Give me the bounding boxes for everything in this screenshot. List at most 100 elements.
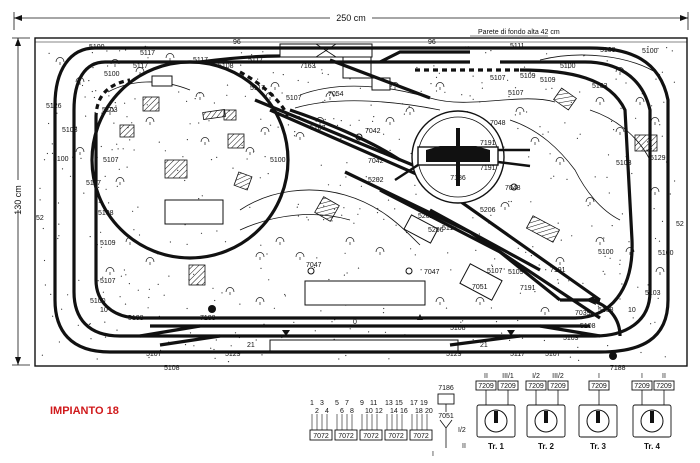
track-labels: 5100 5117 5117 5108 5117 7163 5111 5107 5109 5100… <box>46 43 674 372</box>
track-part-label: 7163 <box>300 63 316 70</box>
track-part-label: 5100 <box>104 71 120 78</box>
width-label: 250 cm <box>336 13 366 23</box>
track-part-label: 5100 <box>89 44 105 51</box>
track-part-label: 5129 <box>650 155 666 162</box>
switch-number: 18 <box>415 408 423 415</box>
relay-output-label: II <box>462 443 466 450</box>
transformer-name: Tr. 2 <box>538 442 555 451</box>
track-part-label: 5117 <box>250 85 265 92</box>
transformer-section-label: II <box>484 373 488 380</box>
track-part-label: 5108 <box>128 315 144 322</box>
track-part-label: 5117 <box>86 180 101 187</box>
track-part-label: 5107 <box>487 268 503 275</box>
layout-title: IMPIANTO 18 <box>50 405 119 417</box>
track-part-label: 7191 <box>480 165 496 172</box>
switch-unit-box <box>409 429 433 441</box>
track-part-label: 5100 <box>270 157 286 164</box>
transformer-section-label: I <box>641 373 643 380</box>
board-outline <box>34 37 688 367</box>
hut <box>151 75 173 87</box>
track-part-label: 5108 <box>580 323 596 330</box>
track-part-label: 5100 <box>658 250 674 257</box>
hill-contours <box>107 54 661 246</box>
track-part-label: 5103 <box>62 127 78 134</box>
track-part-label: 5129 <box>225 351 241 358</box>
house <box>233 171 253 191</box>
track-part-label: 5108 <box>598 307 614 314</box>
track-part-label: 5109 <box>540 77 556 84</box>
transformer-name: Tr. 3 <box>590 442 607 451</box>
marker-bottom: 21 <box>247 342 255 349</box>
track-part-label: 5103 <box>645 290 661 297</box>
track-part-label: 5126 <box>46 103 62 110</box>
house <box>142 96 160 112</box>
house <box>634 134 658 152</box>
switch-number: 6 <box>340 408 344 415</box>
track-part-label: 7048 <box>490 120 506 127</box>
switch-unit-label: 7072 <box>313 433 329 440</box>
transformer-name: Tr. 1 <box>488 442 505 451</box>
switch-unit-label: 7072 <box>338 433 354 440</box>
house <box>314 196 340 222</box>
track-part-label: 7039 <box>575 310 591 317</box>
marker-top-left: 96 <box>233 39 241 46</box>
signals <box>208 133 617 360</box>
switch-number: 7 <box>345 400 349 407</box>
track-part-label: 5129 <box>446 351 462 358</box>
house <box>223 109 237 121</box>
track-part-label: 7042 <box>368 158 384 165</box>
bottom-platform <box>269 339 459 353</box>
switch-number: 9 <box>360 400 364 407</box>
track-markers: 96 96 52 52 10 21 0 21 10 <box>36 39 684 349</box>
track-part-label: 5100 <box>53 156 69 163</box>
track-part-label: 7042 <box>365 128 381 135</box>
transformer-unit-label: 7209 <box>500 383 516 390</box>
switch-number: 15 <box>395 400 403 407</box>
track-part-label: 5100 <box>560 63 576 70</box>
transformer-section-label: I <box>598 373 600 380</box>
switch-unit-box <box>309 429 333 441</box>
track-part-label: 5107 <box>146 351 162 358</box>
track-part-label: 5117 <box>133 63 148 70</box>
switch-unit-label: 7072 <box>363 433 379 440</box>
track-part-label: 7047 <box>424 269 440 276</box>
height-label: 130 cm <box>13 185 23 215</box>
factory-building <box>304 280 426 306</box>
transformer-unit-label: 7209 <box>478 383 494 390</box>
wall-note: Parete di fondo alta 42 cm <box>478 29 560 36</box>
track-part-label: 5103 <box>102 107 118 114</box>
marker-bottom: 10 <box>628 307 636 314</box>
track-part-label: 5100 <box>90 298 106 305</box>
track-part-label: 5111 <box>510 43 525 50</box>
house <box>188 264 206 286</box>
track-part-label: 7191 <box>480 140 496 147</box>
track-part-label: 5109 <box>508 269 524 276</box>
marker-left: 52 <box>36 215 44 222</box>
track-part-label: 5202 <box>368 177 384 184</box>
switch-number: 1 <box>310 400 314 407</box>
track-part-label: 5107 <box>508 90 524 97</box>
track-part-label: 5103 <box>616 160 632 167</box>
track-part-label: 5117 <box>248 57 263 64</box>
track-part-label: 5107 <box>545 351 561 358</box>
track-part-label: 7051 <box>472 284 488 291</box>
marker-bottom: 0 <box>353 319 357 326</box>
turntable: 7186 <box>394 110 531 204</box>
relay-unit-label: 7051 <box>438 413 454 420</box>
track-part-label: 5202 <box>418 213 434 220</box>
width-dimension: 250 cm <box>13 11 689 30</box>
track-part-label: 5107 <box>286 95 302 102</box>
track-part-label: 7047 <box>306 262 322 269</box>
track-part-label: 5112 <box>442 225 457 232</box>
